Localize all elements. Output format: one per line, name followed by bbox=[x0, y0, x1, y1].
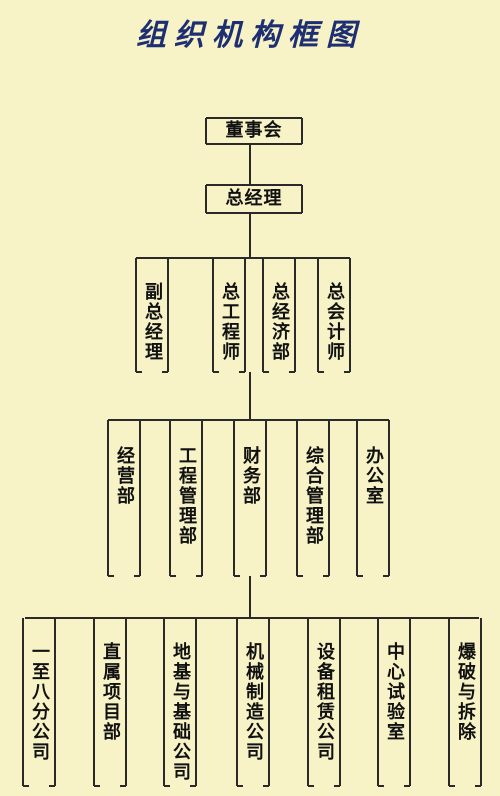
node-l4-0: 一至八分公司 bbox=[29, 642, 50, 762]
node-l3-2: 财务部 bbox=[240, 446, 261, 506]
node-board: 董事会 bbox=[225, 120, 283, 141]
node-l4-5: 中心试验室 bbox=[384, 642, 405, 742]
node-l2-1: 总工程师 bbox=[219, 282, 240, 362]
node-l2-2: 总经济部 bbox=[269, 282, 290, 362]
node-l4-1: 直属项目部 bbox=[100, 642, 121, 742]
node-l3-4: 办公室 bbox=[363, 446, 384, 506]
node-l3-3: 综合管理部 bbox=[303, 446, 324, 546]
node-l4-3: 机械制造公司 bbox=[243, 642, 264, 762]
node-l4-2: 地基与基础公司 bbox=[170, 642, 191, 782]
chart-title: 组织机构框图 bbox=[136, 18, 364, 53]
node-l3-0: 经营部 bbox=[114, 446, 135, 506]
node-l2-0: 副总经理 bbox=[142, 282, 163, 362]
node-l4-4: 设备租赁公司 bbox=[314, 642, 335, 762]
node-l4-6: 爆破与拆除 bbox=[455, 642, 476, 742]
node-l3-1: 工程管理部 bbox=[176, 446, 197, 546]
node-general-manager: 总经理 bbox=[225, 188, 283, 209]
node-l2-3: 总会计师 bbox=[324, 282, 345, 362]
